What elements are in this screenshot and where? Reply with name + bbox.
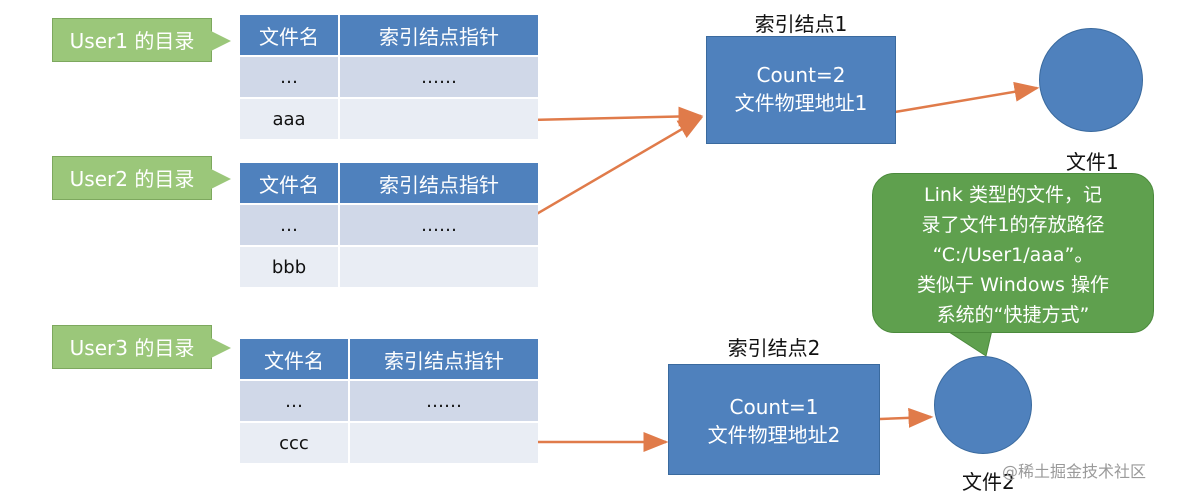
inode2-title: 索引结点2	[727, 336, 821, 360]
watermark: @稀土掘金技术社区	[1002, 462, 1147, 481]
cell-pointer	[340, 97, 538, 139]
callout-line: 类似于 Windows 操作	[917, 274, 1109, 296]
cell-filename-ellipsis: …	[240, 379, 350, 421]
cell-pointer	[340, 245, 538, 287]
column-header-filename: 文件名	[240, 15, 340, 55]
column-header-filename: 文件名	[240, 339, 350, 379]
cell-filename-ellipsis: …	[240, 55, 340, 97]
table-row: bbb	[240, 245, 538, 287]
file2-label: 文件2	[962, 470, 1015, 494]
arrow-inode2-to-file2	[879, 407, 934, 428]
cell-pointer-ellipsis: ……	[340, 203, 538, 245]
user2-directory-label: User2 的目录	[52, 156, 231, 200]
table-header-row: 文件名 索引结点指针	[240, 339, 538, 379]
callout-line: “C:/User1/aaa”。	[932, 244, 1094, 266]
cell-pointer-ellipsis: ……	[340, 55, 538, 97]
arrow-inode1-to-file1	[894, 81, 1040, 114]
inode2-box: Count=1 文件物理地址2	[668, 364, 880, 475]
inode1-address: 文件物理地址1	[734, 91, 868, 115]
callout-line: Link 类型的文件，记	[924, 184, 1102, 206]
column-header-inode-pointer: 索引结点指针	[340, 15, 538, 55]
link-file-callout: Link 类型的文件，记 录了文件1的存放路径 “C:/User1/aaa”。 …	[872, 173, 1154, 333]
cell-filename: ccc	[240, 421, 350, 463]
file2-circle	[934, 356, 1032, 454]
bubble-tail	[944, 329, 993, 357]
user3-directory-table: 文件名 索引结点指针 … …… ccc	[240, 339, 538, 463]
cell-filename: aaa	[240, 97, 340, 139]
table-row: … ……	[240, 55, 538, 97]
cell-filename-ellipsis: …	[240, 203, 340, 245]
file1-label: 文件1	[1066, 150, 1119, 174]
user2-directory-table: 文件名 索引结点指针 … …… bbb	[240, 163, 538, 287]
cell-filename: bbb	[240, 245, 340, 287]
inode1-box: Count=2 文件物理地址1	[706, 36, 896, 144]
inode1-title: 索引结点1	[754, 12, 848, 36]
column-header-filename: 文件名	[240, 163, 340, 203]
inode2-count: Count=1	[729, 395, 819, 419]
column-header-inode-pointer: 索引结点指针	[340, 163, 538, 203]
file1-circle	[1039, 28, 1143, 132]
user3-directory-label: User3 的目录	[52, 325, 231, 369]
column-header-inode-pointer: 索引结点指针	[350, 339, 538, 379]
callout-line: 录了文件1的存放路径	[921, 214, 1105, 236]
table-row: ccc	[240, 421, 538, 463]
user1-directory-table: 文件名 索引结点指针 … …… aaa	[240, 15, 538, 139]
cell-pointer	[350, 421, 538, 463]
cell-pointer-ellipsis: ……	[350, 379, 538, 421]
table-row: … ……	[240, 203, 538, 245]
inode1-count: Count=2	[756, 63, 846, 87]
callout-line: 系统的“快捷方式”	[936, 304, 1090, 326]
table-header-row: 文件名 索引结点指针	[240, 163, 538, 203]
table-row: aaa	[240, 97, 538, 139]
table-header-row: 文件名 索引结点指针	[240, 15, 538, 55]
user1-directory-label: User1 的目录	[52, 18, 231, 62]
inode2-address: 文件物理地址2	[707, 423, 841, 447]
table-row: … ……	[240, 379, 538, 421]
